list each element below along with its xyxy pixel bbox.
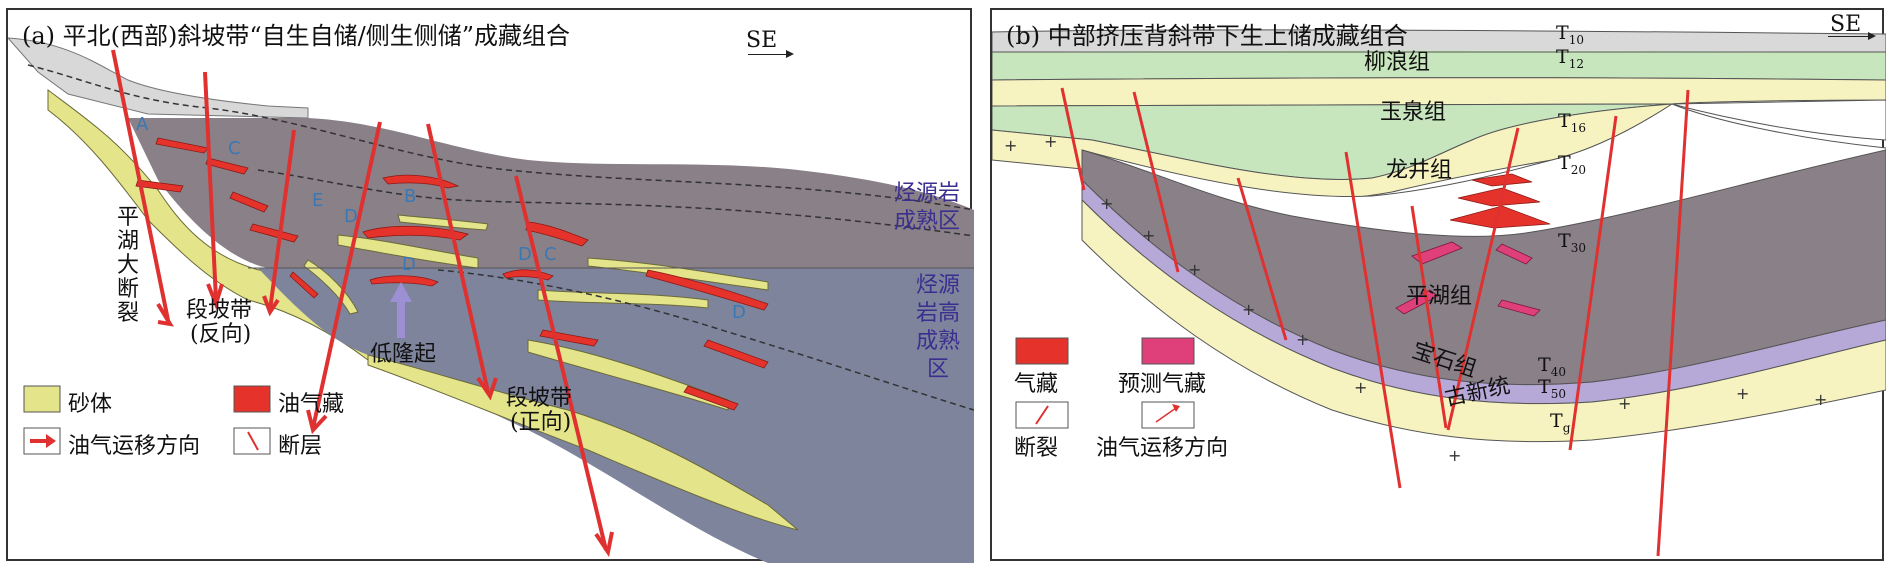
faults-b [1060, 87, 1690, 557]
legend-predicted-label: 预测气藏 [1118, 372, 1207, 397]
panel-b-title: (b) 中部挤压背斜带下生上储成藏组合 [1006, 22, 1408, 50]
high-mature-zone [258, 268, 974, 563]
reservoir-label-d: D [344, 206, 358, 227]
predicted-gas [1395, 241, 1541, 317]
legend-migration-label: 油气运移方向 [68, 434, 201, 459]
formation-longjing: 龙井组 [1386, 158, 1453, 183]
step-normal-label: 段坡带 [506, 386, 573, 411]
step-normal-dir: (正向) [510, 410, 572, 435]
step-reverse-dir: (反向) [190, 322, 252, 347]
reservoir-label-d: D [732, 302, 746, 323]
direction-label-b: SE [1830, 12, 1862, 37]
horizon-t10: T10 [1556, 22, 1584, 47]
reservoir-label-c: C [228, 138, 241, 159]
reservoir-label-b: B [404, 186, 417, 207]
cross-section-b [992, 29, 1886, 557]
cross-section-a [8, 37, 974, 563]
faults-a [111, 49, 614, 558]
formation-liulang: 柳浪组 [1364, 50, 1431, 75]
horizon-tg: Tg [1550, 410, 1571, 435]
reservoir-label-d: D [518, 244, 532, 265]
oilgas-reservoirs [135, 137, 769, 411]
legend-sand-label: 砂体 [68, 392, 113, 417]
legend-fault-label: 断层 [278, 434, 323, 459]
reservoir-label-d: D [402, 254, 416, 275]
direction-arrow-b [1828, 32, 1876, 40]
horizon-t12: T12 [1556, 46, 1584, 71]
mature-zone-label: 烃源岩成熟区 [894, 181, 961, 234]
panel-b: (b) 中部挤压背斜带下生上储成藏组合 SE 柳浪组 玉泉组 龙井组 平湖组 宝… [990, 8, 1886, 561]
legend-sand-swatch [23, 385, 61, 413]
high-mature-zone-label: 烃源岩高 成熟区 [916, 273, 961, 382]
legend-gas-label: 气藏 [1014, 372, 1059, 397]
legend-oilgas-label: 油气藏 [278, 392, 345, 417]
formation-yuquan: 玉泉组 [1380, 100, 1447, 125]
reservoir-label-c: C [544, 244, 557, 265]
horizon-t30: T30 [1558, 230, 1586, 255]
formation-pinghu: 平湖组 [1406, 284, 1473, 309]
legend-fault-label: 断裂 [1014, 436, 1059, 461]
legend-migration-label: 油气运移方向 [1096, 436, 1229, 461]
mature-zone [128, 118, 974, 268]
fault-main-label: 平湖大断裂 [116, 205, 139, 326]
gas-reservoirs [1449, 173, 1551, 229]
legend-predicted-swatch [1141, 337, 1195, 365]
cap-layer [8, 37, 309, 119]
legend-oilgas-swatch [233, 385, 271, 413]
sand-deep [367, 354, 799, 531]
direction-arrow-a [748, 50, 794, 58]
horizon-t16: T16 [1558, 110, 1586, 135]
horizon-t50: T50 [1538, 376, 1566, 401]
panel-a-title: (a) 平北(西部)斜坡带“自生自储/侧生侧储”成藏组合 [22, 22, 571, 50]
panel-a: (a) 平北(西部)斜坡带“自生自储/侧生侧储”成藏组合 SE 平湖大断裂 段坡… [6, 8, 974, 563]
reservoir-label-a: A [136, 114, 149, 135]
legend-gas-swatch [1015, 337, 1069, 365]
reservoir-label-e: E [312, 190, 324, 211]
step-reverse-label: 段坡带 [186, 298, 253, 323]
horizon-t40: T40 [1538, 354, 1566, 379]
horizon-t20: T20 [1558, 152, 1586, 177]
low-uplift-label: 低隆起 [370, 342, 437, 367]
direction-label-a: SE [746, 28, 778, 53]
